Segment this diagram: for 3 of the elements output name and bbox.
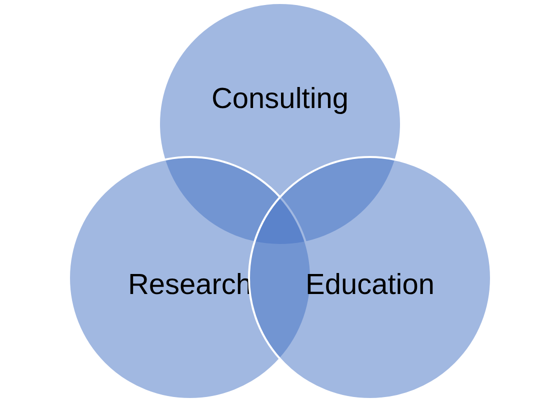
circle-label: Consulting (211, 82, 349, 118)
circle-label: Research (128, 268, 252, 304)
circle-label: Education (306, 268, 434, 304)
